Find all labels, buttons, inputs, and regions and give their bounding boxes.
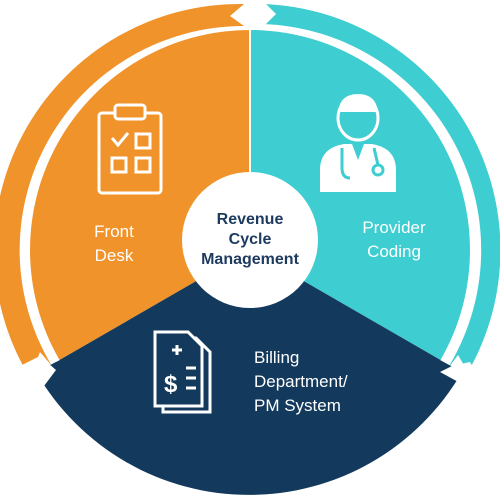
center-title-line3: Management xyxy=(201,251,299,268)
outer-arc-orange xyxy=(0,3,244,378)
arrow-gap-top xyxy=(244,0,276,28)
outer-arc-navy-band xyxy=(36,360,462,495)
front-desk-label-line1: Front xyxy=(94,222,134,241)
invoice-dollar-icon xyxy=(153,330,212,414)
billing-label-line2: Department/ xyxy=(254,372,348,391)
front-desk-label-line2: Desk xyxy=(94,246,134,265)
front-desk-label: Front Desk xyxy=(84,220,144,268)
outer-arc-teal xyxy=(262,4,500,372)
billing-label-line1: Billing xyxy=(254,348,300,367)
billing-label: Billing Department/ PM System xyxy=(254,346,384,418)
segment-billing xyxy=(59,250,441,470)
provider-coding-label-line1: Provider xyxy=(362,218,426,237)
dollar-sign: $ xyxy=(164,371,178,398)
provider-coding-label: Provider Coding xyxy=(352,216,436,264)
center-circle xyxy=(182,172,318,308)
clipboard-checklist-icon xyxy=(97,103,163,195)
arrow-gap-right xyxy=(440,362,478,384)
doctor-icon xyxy=(320,94,396,192)
center-title-line2: Cycle xyxy=(228,231,272,248)
provider-coding-label-line2: Coding xyxy=(367,242,421,261)
center-title: Revenue Cycle Management xyxy=(182,210,318,270)
arrow-gap-left xyxy=(20,356,56,386)
center-title-line1: Revenue xyxy=(216,211,284,228)
billing-label-line3: PM System xyxy=(254,396,341,415)
